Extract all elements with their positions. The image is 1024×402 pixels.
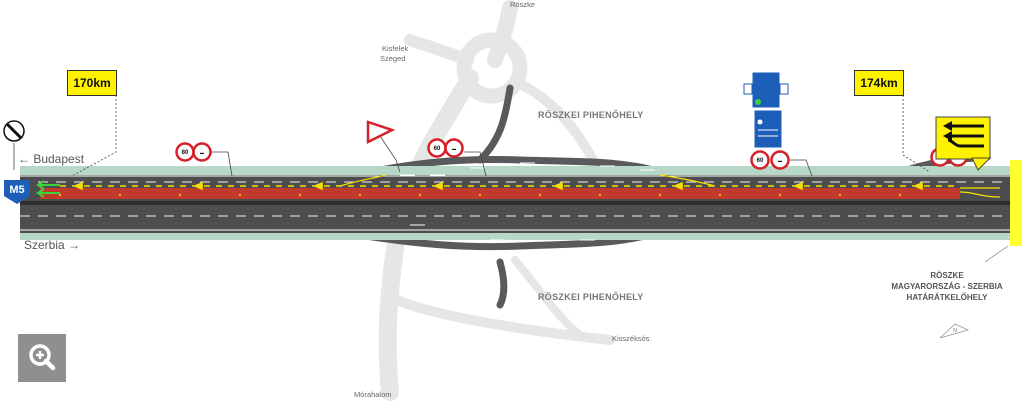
speed-limit-text: 60 <box>757 158 764 164</box>
speed-signs-left <box>175 142 212 162</box>
compass-icon: N <box>939 323 970 339</box>
border-line-2: MAGYARORSZÁG - SZERBIA <box>891 282 1003 291</box>
median <box>20 201 1010 205</box>
km-marker-170: 170km <box>67 70 117 96</box>
edge-lines <box>20 175 1010 231</box>
direction-sign-icon <box>743 71 789 149</box>
border-line-1: RÖSZKE <box>930 271 964 280</box>
sign-leaders <box>13 135 813 177</box>
end-restriction-icon <box>3 120 25 142</box>
label-rest-area-north: RÖSZKEI PIHENŐHELY <box>538 110 644 120</box>
zoom-button[interactable] <box>18 334 66 382</box>
truck-restriction-text: ▬ <box>200 150 204 155</box>
lane-arrows-icon <box>935 116 992 171</box>
motorway-shield <box>4 180 30 204</box>
yield-triangle-icon <box>366 120 396 145</box>
yellow-arrows <box>60 181 960 191</box>
label-kisfelek: Kisfelek <box>382 44 409 53</box>
motorway-number: M5 <box>9 184 24 196</box>
speed-limit-text: 80 <box>182 150 189 156</box>
label-szeged: Szeged <box>380 54 406 63</box>
label-kisszeksos: Kisszéksós <box>612 334 650 343</box>
green-arrows <box>36 180 60 198</box>
red-lane-dots <box>58 193 902 197</box>
svg-text:▬: ▬ <box>778 158 782 163</box>
speed-limit-text: 60 <box>434 146 441 152</box>
ramp-arrows <box>400 162 655 241</box>
speed-signs-mid <box>427 138 464 158</box>
svg-text:N: N <box>953 328 957 334</box>
label-morahalom: Mórahalom <box>354 390 392 399</box>
label-rest-area-south: RÖSZKEI PIHENŐHELY <box>538 292 644 302</box>
closed-lane <box>40 188 960 199</box>
lower-shoulder <box>20 230 1010 240</box>
border-line-3: HATÁRÁTKELŐHELY <box>906 293 988 302</box>
ramp-yellow-arrows <box>339 174 716 187</box>
zoom-in-icon <box>29 344 56 371</box>
label-szerbia: Szerbia → <box>24 238 81 252</box>
border-crossing-label: RÖSZKE MAGYARORSZÁG - SZERBIA HATÁRÁTKEL… <box>872 270 1022 303</box>
lane-markings <box>20 181 1010 217</box>
speed-signs-right1 <box>750 150 790 170</box>
km-marker-174: 174km <box>854 70 904 96</box>
label-roszke-top: Röszke <box>510 0 536 9</box>
merge-arrows <box>959 187 1001 198</box>
border-line <box>1010 160 1022 246</box>
svg-text:▬: ▬ <box>452 146 456 151</box>
label-budapest: ← Budapest <box>18 152 85 166</box>
km-leaders <box>71 95 931 177</box>
crossroad <box>378 0 615 401</box>
